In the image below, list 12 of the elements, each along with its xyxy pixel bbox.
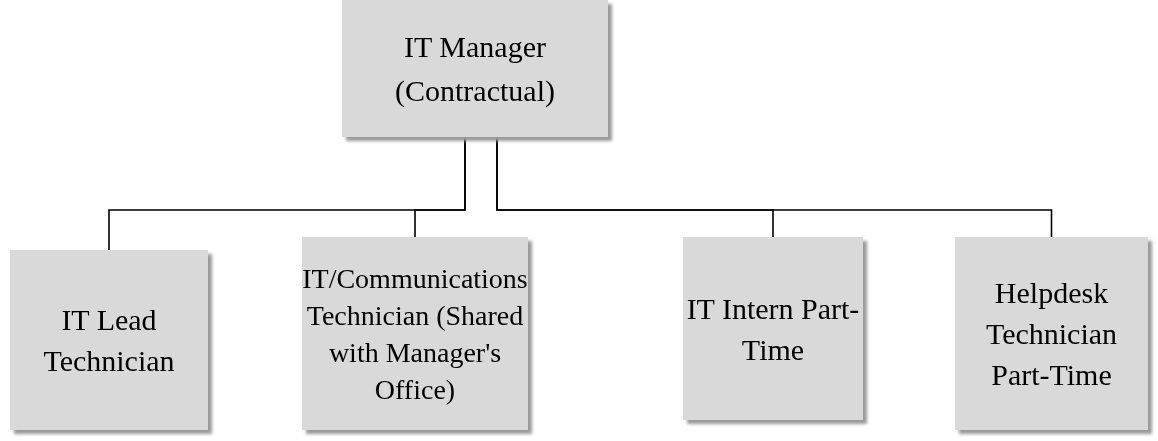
- position-box: [683, 237, 863, 420]
- position-title: IT Lead Technician: [42, 302, 176, 379]
- connector-line: [496, 136, 1053, 238]
- position-title: IT Manager (Contractual): [395, 28, 555, 109]
- position-box: [955, 237, 1148, 430]
- manager-box: [342, 0, 608, 137]
- position-title: IT Intern Part-Time: [685, 290, 861, 368]
- position-box: [10, 250, 208, 430]
- position-title: Helpdesk Technician Part-Time: [984, 275, 1119, 393]
- position-box: [302, 237, 528, 430]
- position-title: IT/Communications Technician (Shared with Manager's Office): [302, 261, 528, 407]
- connector-line: [414, 136, 466, 238]
